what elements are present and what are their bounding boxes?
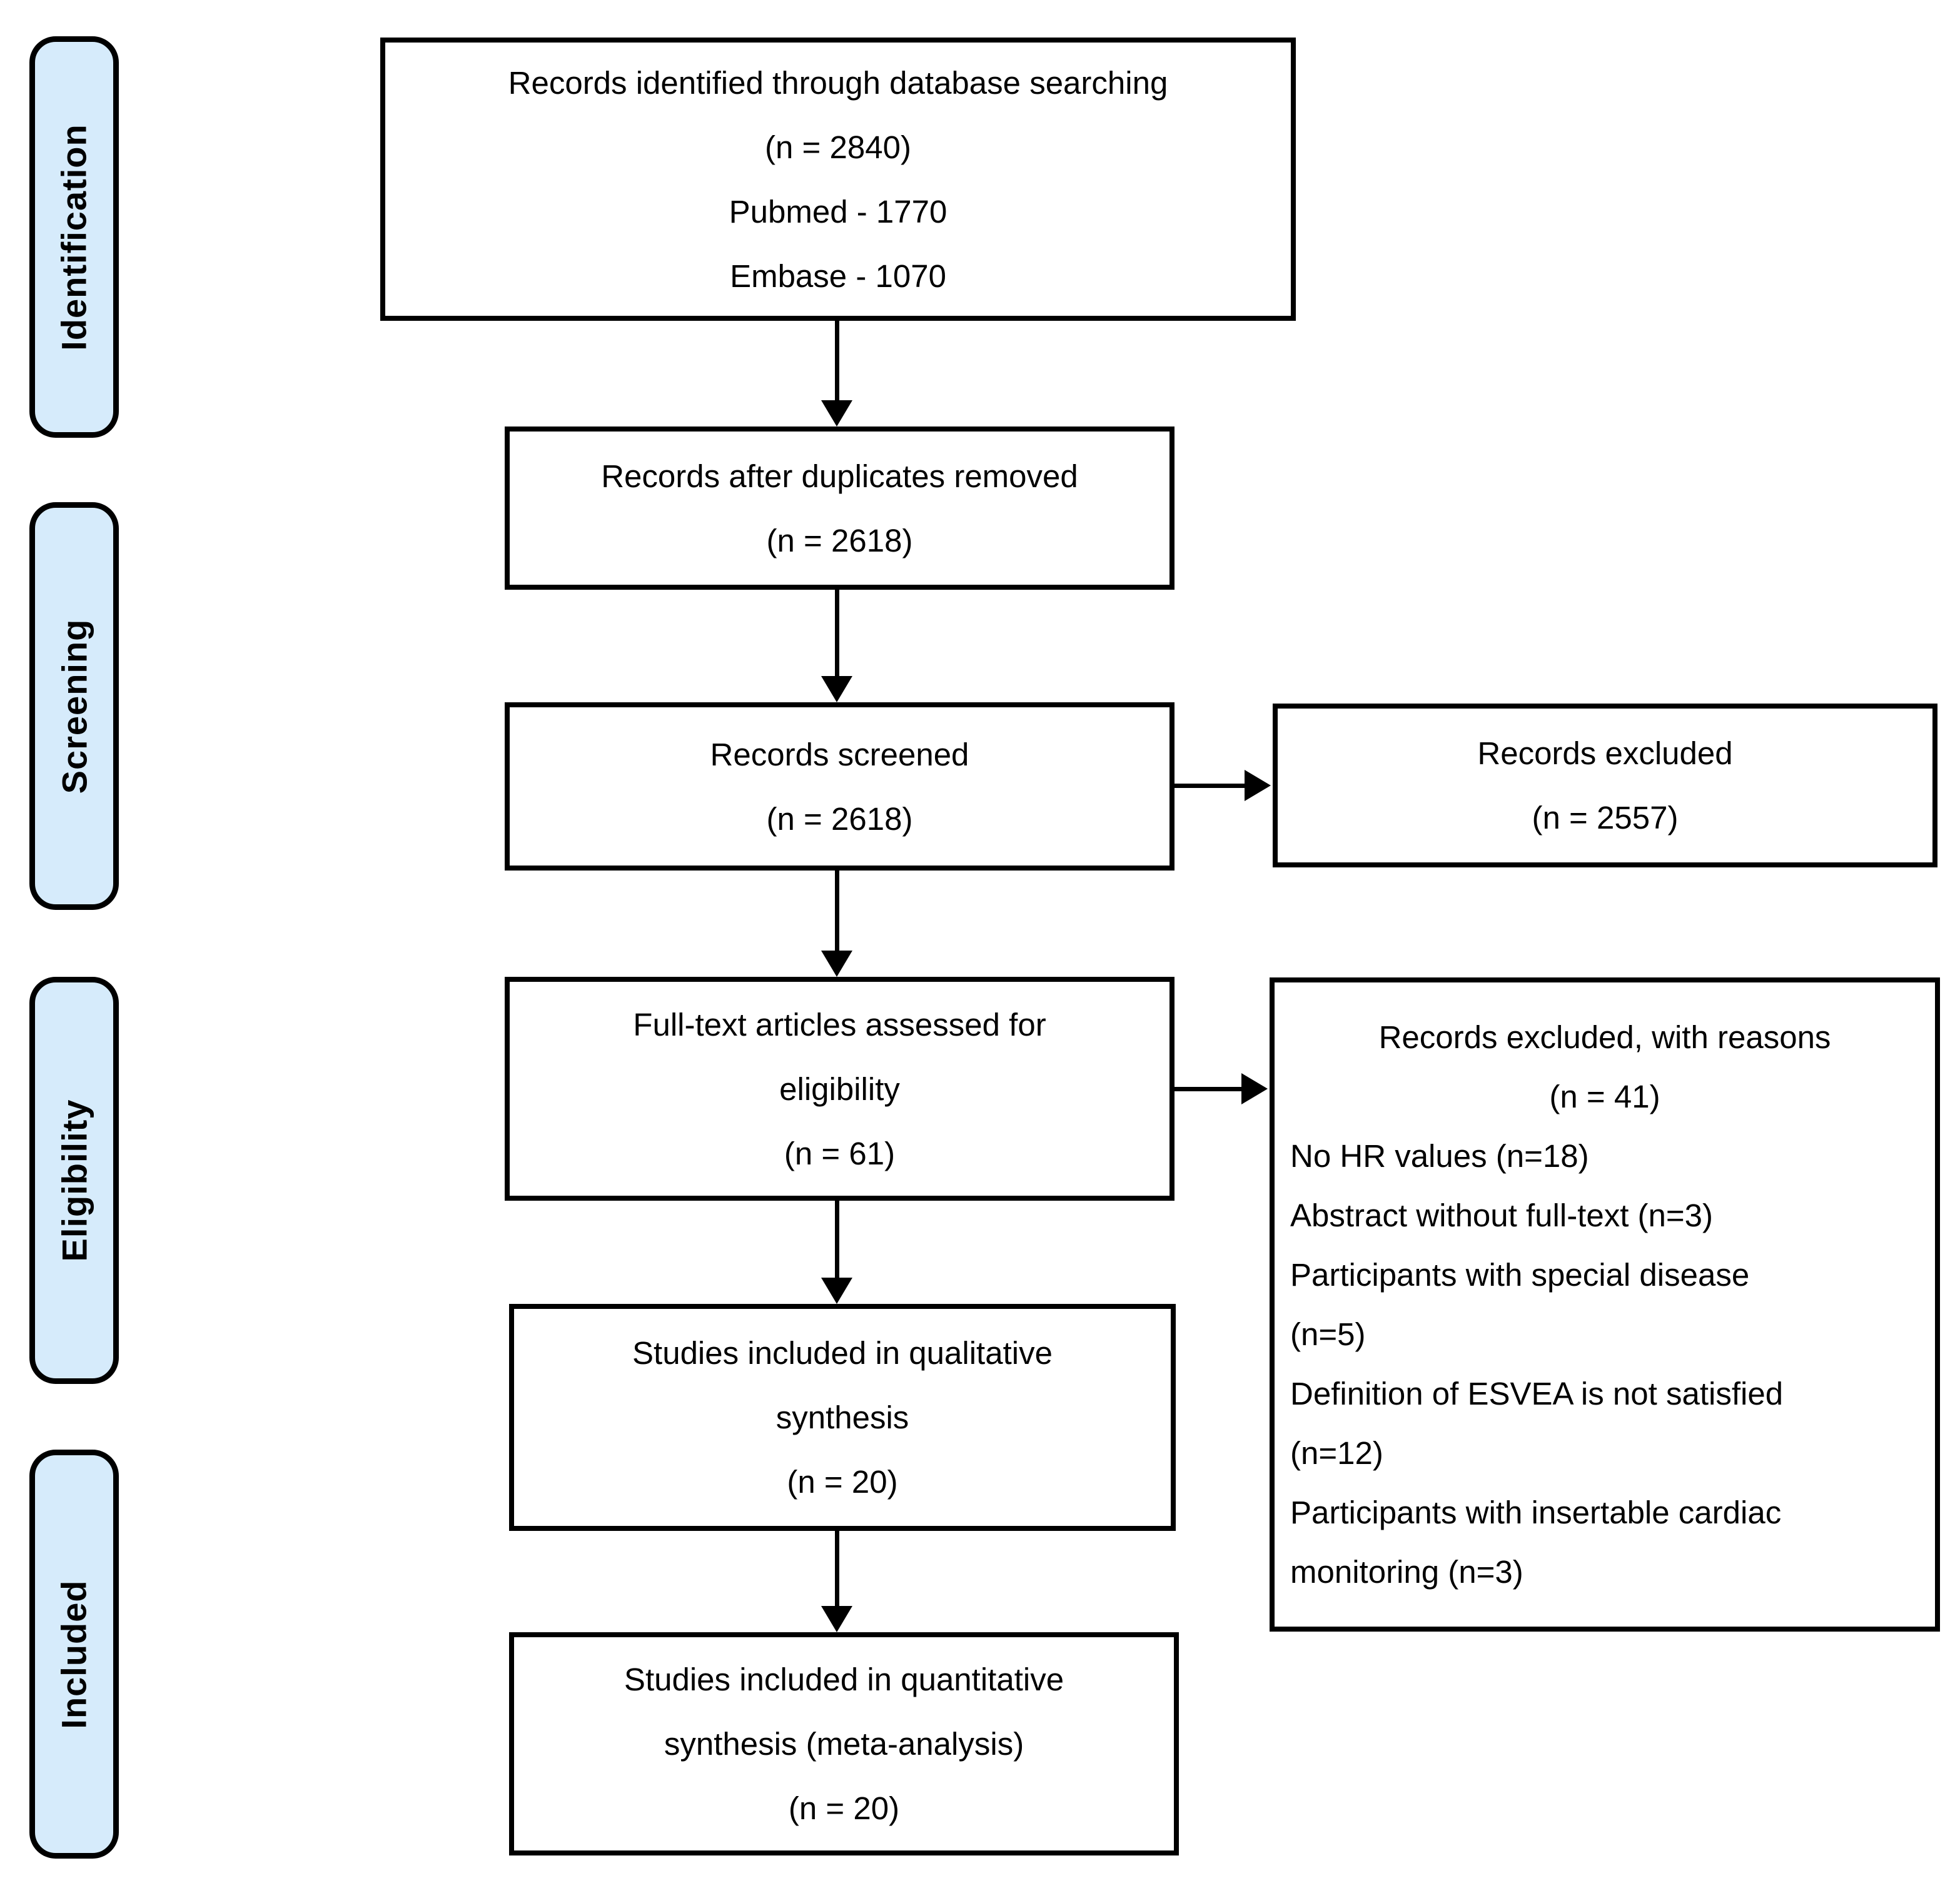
reason-esvea-definition: Definition of ESVEA is not satisfied bbox=[1290, 1376, 1784, 1411]
box-records-identified-embase: Embase - 1070 bbox=[730, 258, 946, 294]
connector-screened-to-fulltext bbox=[835, 871, 839, 951]
box-records-identified: Records identified through database sear… bbox=[380, 38, 1296, 321]
box-duplicates-removed: Records after duplicates removed (n = 26… bbox=[505, 427, 1174, 590]
reason-no-hr-values: No HR values (n=18) bbox=[1290, 1138, 1589, 1174]
box-excluded-with-reasons-title: Records excluded, with reasons bbox=[1378, 1019, 1831, 1055]
box-records-identified-count: (n = 2840) bbox=[765, 129, 911, 165]
box-records-identified-pubmed: Pubmed - 1770 bbox=[729, 193, 947, 230]
arrowhead-screened-to-fulltext bbox=[821, 951, 852, 977]
stage-screening: Screening bbox=[29, 502, 119, 910]
arrowhead-fulltext-to-qualitative bbox=[821, 1278, 852, 1304]
box-qualitative-count: (n = 20) bbox=[787, 1464, 898, 1500]
box-duplicates-removed-line: Records after duplicates removed bbox=[601, 458, 1078, 494]
box-fulltext-assessed-line1: Full-text articles assessed for bbox=[633, 1006, 1046, 1042]
box-quantitative-line2: synthesis (meta-analysis) bbox=[664, 1726, 1024, 1762]
arrowhead-identified-to-dedup bbox=[821, 400, 852, 427]
connector-fulltext-to-reasons bbox=[1174, 1087, 1241, 1091]
box-qualitative-line2: synthesis bbox=[775, 1400, 909, 1435]
reason-abstract-without-fulltext: Abstract without full-text (n=3) bbox=[1290, 1198, 1714, 1233]
connector-fulltext-to-qualitative bbox=[835, 1201, 839, 1279]
stage-identification: Identification bbox=[29, 36, 119, 438]
stage-eligibility-label: Eligibility bbox=[54, 1099, 94, 1262]
box-duplicates-removed-count: (n = 2618) bbox=[766, 522, 913, 558]
arrowhead-qualitative-to-quantitative bbox=[821, 1606, 852, 1632]
stage-included-label: Included bbox=[54, 1579, 94, 1729]
box-records-screened-line: Records screened bbox=[710, 736, 969, 772]
connector-dedup-to-screened bbox=[835, 590, 839, 676]
box-records-excluded-count: (n = 2557) bbox=[1532, 800, 1679, 835]
connector-identified-to-dedup bbox=[835, 321, 839, 402]
box-records-excluded: Records excluded (n = 2557) bbox=[1273, 704, 1937, 867]
reason-special-disease-count: (n=5) bbox=[1290, 1316, 1366, 1352]
reason-insertable-cardiac-count: monitoring (n=3) bbox=[1290, 1554, 1523, 1590]
box-fulltext-assessed: Full-text articles assessed for eligibil… bbox=[505, 977, 1174, 1201]
reason-esvea-definition-count: (n=12) bbox=[1290, 1435, 1383, 1471]
box-qualitative-synthesis: Studies included in qualitative synthesi… bbox=[509, 1304, 1176, 1531]
arrowhead-screened-to-excluded bbox=[1245, 770, 1271, 801]
stage-identification-label: Identification bbox=[54, 123, 94, 351]
connector-qualitative-to-quantitative bbox=[835, 1531, 839, 1607]
reason-insertable-cardiac: Participants with insertable cardiac bbox=[1290, 1495, 1782, 1530]
box-records-excluded-line: Records excluded bbox=[1477, 735, 1733, 771]
box-records-identified-line: Records identified through database sear… bbox=[508, 64, 1168, 101]
reason-special-disease: Participants with special disease bbox=[1290, 1257, 1750, 1293]
box-excluded-with-reasons: Records excluded, with reasons (n = 41) … bbox=[1270, 977, 1940, 1632]
stage-screening-label: Screening bbox=[54, 618, 94, 794]
box-excluded-with-reasons-count: (n = 41) bbox=[1549, 1079, 1660, 1114]
box-fulltext-assessed-line2: eligibility bbox=[779, 1071, 900, 1107]
box-records-screened: Records screened (n = 2618) bbox=[505, 702, 1174, 871]
box-fulltext-assessed-count: (n = 61) bbox=[784, 1135, 896, 1171]
arrowhead-dedup-to-screened bbox=[821, 676, 852, 702]
stage-eligibility: Eligibility bbox=[29, 977, 119, 1384]
arrowhead-fulltext-to-reasons bbox=[1241, 1073, 1268, 1104]
box-quantitative-line1: Studies included in quantitative bbox=[624, 1662, 1064, 1697]
box-quantitative-synthesis: Studies included in quantitative synthes… bbox=[509, 1632, 1179, 1855]
box-qualitative-line1: Studies included in qualitative bbox=[632, 1335, 1053, 1371]
connector-screened-to-excluded bbox=[1174, 784, 1245, 788]
box-records-screened-count: (n = 2618) bbox=[766, 800, 913, 837]
stage-included: Included bbox=[29, 1450, 119, 1859]
box-quantitative-count: (n = 20) bbox=[788, 1790, 900, 1826]
